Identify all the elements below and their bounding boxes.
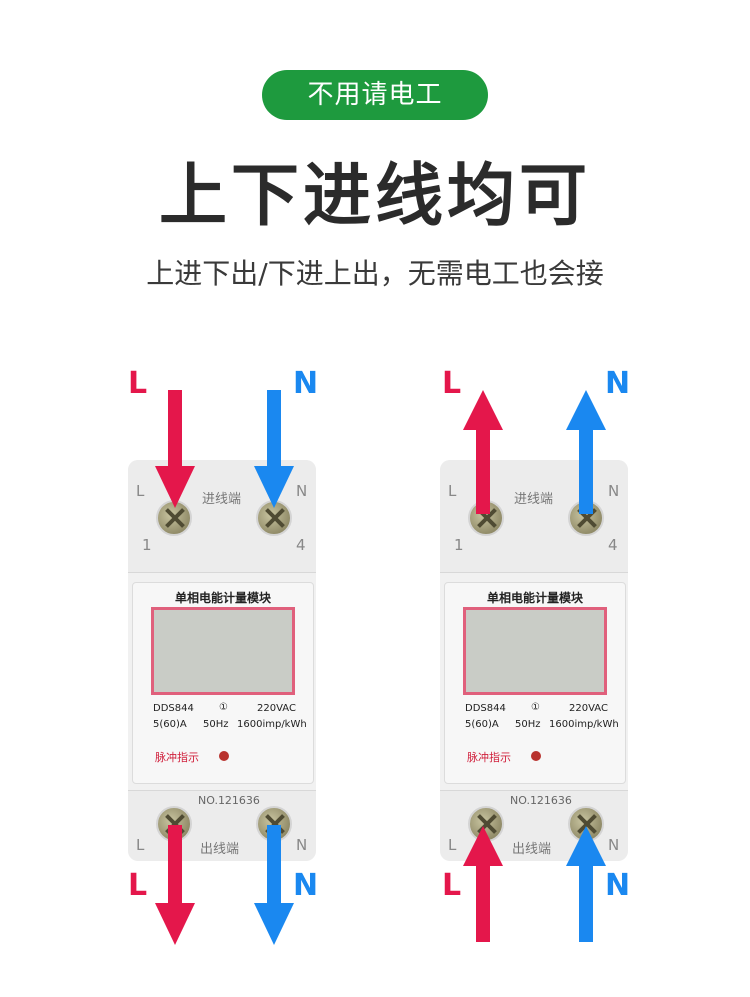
- pulse-led-icon: [531, 751, 541, 761]
- serial-number: NO.121636: [198, 794, 260, 807]
- live-up-arrow-top-icon: [463, 390, 503, 514]
- wire-label-n-top-right: N: [605, 366, 631, 401]
- constant-label: 1600imp/kWh: [549, 719, 619, 730]
- subline: 上进下出/下进上出，无需电工也会接: [146, 257, 604, 290]
- current-label: 5(60)A: [153, 719, 187, 730]
- num-4-label: 4: [296, 536, 306, 554]
- port-n-top: N: [296, 482, 308, 500]
- lcd-display: [151, 607, 295, 695]
- wire-label-l-bottom-right: L: [442, 868, 462, 903]
- port-l-bottom: L: [136, 836, 145, 854]
- frequency-label: 50Hz: [203, 719, 229, 730]
- lcd-display: [463, 607, 607, 695]
- energy-meter-right: L N 进线端 1 4 单相电能计量模块 DDS844 ① 220VAC 5(6…: [440, 460, 628, 861]
- port-l-bottom: L: [448, 836, 457, 854]
- screw-terminal-icon: [468, 500, 504, 536]
- wire-label-l-top-right: L: [442, 366, 462, 401]
- model-label: DDS844: [465, 703, 506, 714]
- wire-label-l-bottom-left: L: [128, 868, 148, 903]
- voltage-label: 220VAC: [569, 703, 608, 714]
- num-4-label: 4: [608, 536, 618, 554]
- neutral-in-arrow-icon: [254, 390, 294, 508]
- pulse-led-icon: [219, 751, 229, 761]
- voltage-label: 220VAC: [257, 703, 296, 714]
- wire-label-n-bottom-left: N: [293, 868, 319, 903]
- neutral-out-arrow-icon: [254, 825, 294, 945]
- live-out-arrow-icon: [155, 825, 195, 945]
- port-l-top: L: [448, 482, 457, 500]
- port-l-top: L: [136, 482, 145, 500]
- headline: 上下进线均可: [158, 157, 591, 236]
- in-port-label: 进线端: [202, 492, 242, 507]
- constant-label: 1600imp/kWh: [237, 719, 307, 730]
- energy-meter-left: L N 进线端 1 4 单相电能计量模块 DDS844 ① 220VAC 5(6…: [128, 460, 316, 861]
- model-label: DDS844: [153, 703, 194, 714]
- serial-number: NO.121636: [510, 794, 572, 807]
- port-n-top: N: [608, 482, 620, 500]
- wire-label-l-top-left: L: [128, 366, 148, 401]
- screw-terminal-icon: [156, 500, 192, 536]
- wire-label-n-top-left: N: [293, 366, 319, 401]
- num-1-label: 1: [454, 536, 464, 554]
- port-n-bottom: N: [608, 836, 620, 854]
- meter-face: 单相电能计量模块 DDS844 ① 220VAC 5(60)A 50Hz 160…: [444, 582, 626, 784]
- live-up-arrow-bottom-icon: [463, 826, 503, 942]
- pulse-label: 脉冲指示: [467, 751, 511, 764]
- pulse-label: 脉冲指示: [155, 751, 199, 764]
- wire-label-n-bottom-right: N: [605, 868, 631, 903]
- port-n-bottom: N: [296, 836, 308, 854]
- frequency-label: 50Hz: [515, 719, 541, 730]
- out-port-label: 出线端: [200, 842, 240, 857]
- out-port-label: 出线端: [512, 842, 552, 857]
- meter-title: 单相电能计量模块: [486, 591, 583, 605]
- meter-face: 单相电能计量模块 DDS844 ① 220VAC 5(60)A 50Hz 160…: [132, 582, 314, 784]
- class-label: ①: [219, 702, 228, 713]
- class-label: ①: [531, 702, 540, 713]
- current-label: 5(60)A: [465, 719, 499, 730]
- meter-title: 单相电能计量模块: [174, 591, 271, 605]
- neutral-up-arrow-bottom-icon: [566, 826, 606, 942]
- num-1-label: 1: [142, 536, 152, 554]
- live-in-arrow-icon: [155, 390, 195, 508]
- no-electrician-badge: 不用请电工: [262, 70, 488, 120]
- neutral-up-arrow-top-icon: [566, 390, 606, 514]
- in-port-label: 进线端: [514, 492, 554, 507]
